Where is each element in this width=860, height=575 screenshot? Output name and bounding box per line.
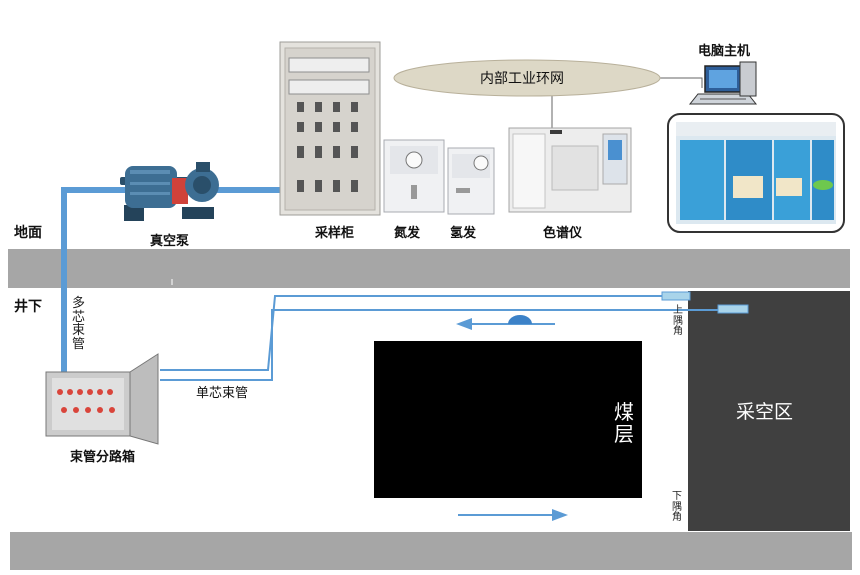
surface-ground-band (8, 249, 850, 288)
upper-corner-char-3: 角 (673, 326, 683, 337)
upper-corner-char-2: 隅 (673, 315, 683, 327)
network-ellipse (393, 59, 661, 97)
underground-label: 井下 (14, 299, 42, 315)
sampling-cabinet (279, 41, 381, 216)
goaf-area (688, 291, 850, 531)
multi-core-char-3: 束 (72, 323, 86, 339)
chromatograph (508, 127, 632, 213)
sampling-cabinet-label: 采样柜 (315, 226, 355, 241)
airflow-arrow-lower (458, 509, 568, 521)
lower-corner-char-3: 角 (672, 512, 682, 523)
coal-seam (374, 341, 642, 498)
goaf-sensor (717, 304, 749, 314)
single-core-tube-label: 单芯束管 (196, 386, 249, 401)
multi-core-char-1: 多 (72, 296, 86, 311)
tube-box-label: 束管分路箱 (70, 450, 136, 465)
upper-sensor (661, 291, 691, 301)
upper-tube-line (160, 295, 662, 371)
lower-corner-char-2: 隅 (672, 501, 682, 513)
coal-seam-label: 煤 层 (614, 401, 634, 445)
coal-seam-char-2: 层 (614, 422, 634, 446)
upper-corner-char-1: 上 (673, 305, 683, 316)
hydrogen-generator (447, 147, 495, 215)
hydrogen-generator-label: 氢发 (450, 226, 477, 241)
multi-core-char-2: 芯 (72, 309, 86, 325)
surface-label: 地面 (14, 225, 42, 241)
network-label: 内部工业环网 (480, 71, 564, 87)
computer-host (688, 61, 758, 105)
multi-core-tube-pipe (61, 187, 125, 372)
bottom-ground-band (10, 532, 852, 570)
coal-seam-char-1: 煤 (614, 400, 634, 424)
lower-corner-label: 下 隅 角 (672, 491, 682, 524)
vacuum-pump (120, 162, 219, 221)
goaf-label: 采空区 (736, 401, 794, 423)
lower-tube-line (160, 309, 718, 381)
tube-box (45, 353, 159, 445)
multi-core-tube-label: 多 芯 束 管 (72, 297, 85, 352)
multi-core-char-4: 管 (72, 336, 86, 352)
upper-corner-label: 上 隅 角 (673, 305, 683, 338)
airflow-arrow-upper (456, 315, 555, 330)
network-to-computer-line (660, 77, 703, 88)
pipe-network (61, 77, 718, 381)
computer-host-label: 电脑主机 (698, 44, 751, 59)
nitrogen-generator (383, 139, 445, 213)
vacuum-pump-label: 真空泵 (150, 234, 190, 249)
nitrogen-generator-label: 氮发 (394, 226, 421, 241)
monitoring-screen (667, 113, 845, 233)
lower-corner-char-1: 下 (672, 491, 682, 502)
chromatograph-label: 色谱仪 (543, 226, 583, 241)
